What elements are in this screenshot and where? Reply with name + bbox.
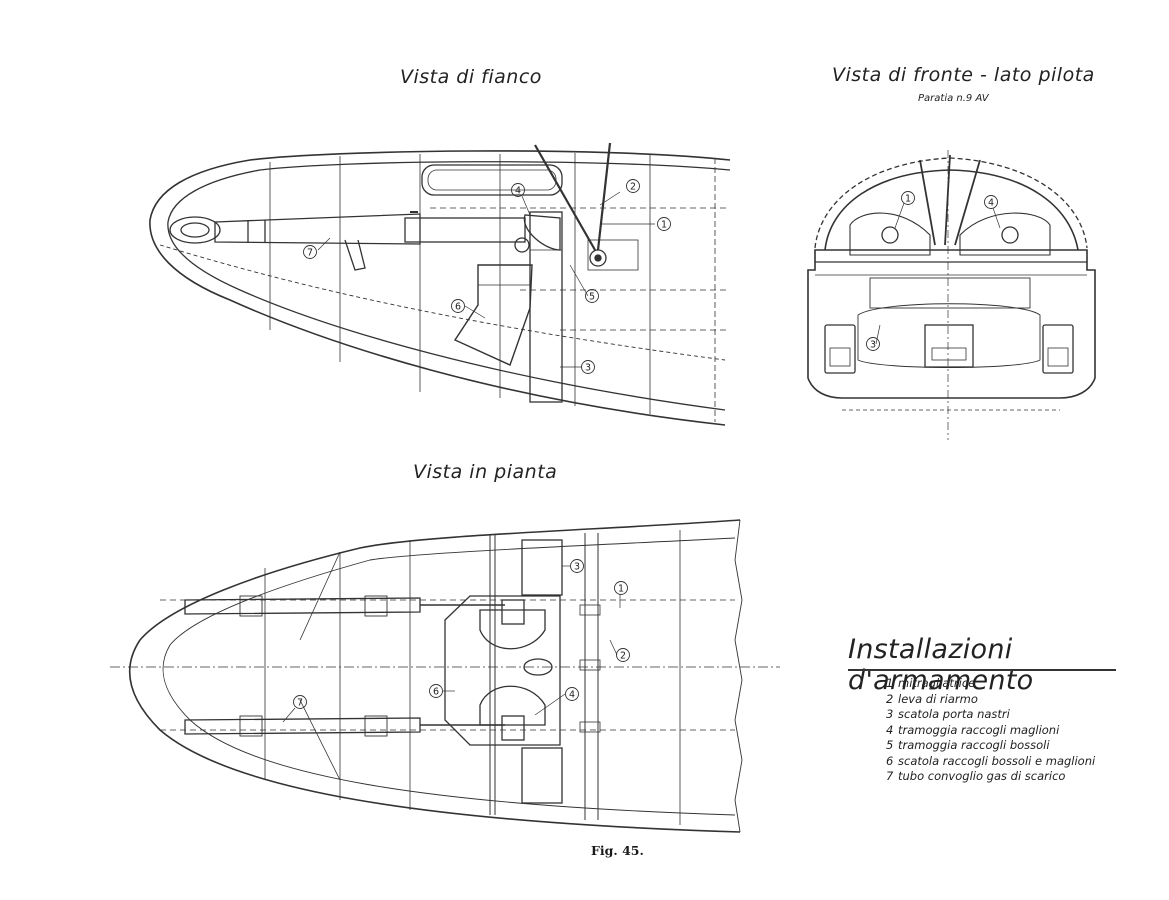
side-callout-1: 1 xyxy=(661,220,667,231)
legend-item-text: tramoggia raccogli maglioni xyxy=(898,722,1060,737)
legend-item: 6 scatola raccogli bossoli e maglioni xyxy=(886,754,1095,770)
front-callout-3: 3 xyxy=(870,340,876,351)
legend-item-number: 6 xyxy=(886,753,894,768)
legend-item: 1 mitragliatrice xyxy=(886,676,1095,692)
legend-item-number: 2 xyxy=(886,691,894,706)
legend-item-number: 5 xyxy=(886,738,894,752)
side-callout-7: 7 xyxy=(307,248,313,259)
plan-callout-7: 7 xyxy=(297,698,303,709)
plan-callout-3: 3 xyxy=(574,562,580,573)
legend-item-text: mitragliatrice xyxy=(898,676,976,690)
legend-list: 1 mitragliatrice 2 leva di riarmo 3 scatola… xyxy=(886,676,1095,785)
legend-item: 2 leva di riarmo xyxy=(886,692,1095,708)
front-view-subtitle: Paratia n.9 AV xyxy=(918,93,989,104)
front-callout-4: 4 xyxy=(988,198,994,209)
front-view-drawing xyxy=(807,150,1096,440)
legend-item-number: 4 xyxy=(886,722,894,737)
legend-item-number: 1 xyxy=(886,676,894,690)
front-callout-1: 1 xyxy=(905,194,911,205)
legend-item-number: 3 xyxy=(886,707,894,721)
legend-item: 4 tramoggia raccogli maglioni xyxy=(886,723,1095,739)
side-callout-4: 4 xyxy=(515,186,521,197)
plan-view-callouts: 1 2 3 4 6 7 xyxy=(297,562,626,709)
legend-item-text: tramoggia raccogli bossoli xyxy=(898,738,1050,752)
side-view-drawing xyxy=(149,142,731,426)
plan-callout-4: 4 xyxy=(569,690,575,701)
plan-view-title: Vista in pianta xyxy=(413,461,558,483)
front-view-title: Vista di fronte - lato pilota xyxy=(832,64,1095,86)
legend-item: 7 tubo convoglio gas di scarico xyxy=(886,769,1095,785)
plan-view-drawing xyxy=(110,519,780,833)
legend-item-text: scatola porta nastri xyxy=(898,707,1010,721)
legend-item: 3 scatola porta nastri xyxy=(886,707,1095,723)
legend-item-number: 7 xyxy=(886,769,894,783)
front-view-callouts: 1 3 4 xyxy=(870,194,994,351)
legend-item-text: leva di riarmo xyxy=(898,691,978,706)
side-view-callouts: 1 2 3 4 5 6 7 xyxy=(307,182,667,374)
side-callout-3: 3 xyxy=(585,363,591,374)
figure-caption: Fig. 45. xyxy=(591,843,644,858)
side-callout-6: 6 xyxy=(455,302,461,313)
plan-callout-2: 2 xyxy=(620,651,626,662)
legend-underline xyxy=(848,669,1116,671)
plan-callout-1: 1 xyxy=(618,584,624,595)
legend-item-text: tubo convoglio gas di scarico xyxy=(898,769,1066,783)
side-view-title: Vista di fianco xyxy=(400,66,542,88)
side-callout-2: 2 xyxy=(630,182,636,193)
plan-callout-6: 6 xyxy=(433,687,439,698)
legend-item: 5 tramoggia raccogli bossoli xyxy=(886,738,1095,754)
legend-item-text: scatola raccogli bossoli e maglioni xyxy=(898,753,1096,768)
side-callout-5: 5 xyxy=(589,292,595,303)
